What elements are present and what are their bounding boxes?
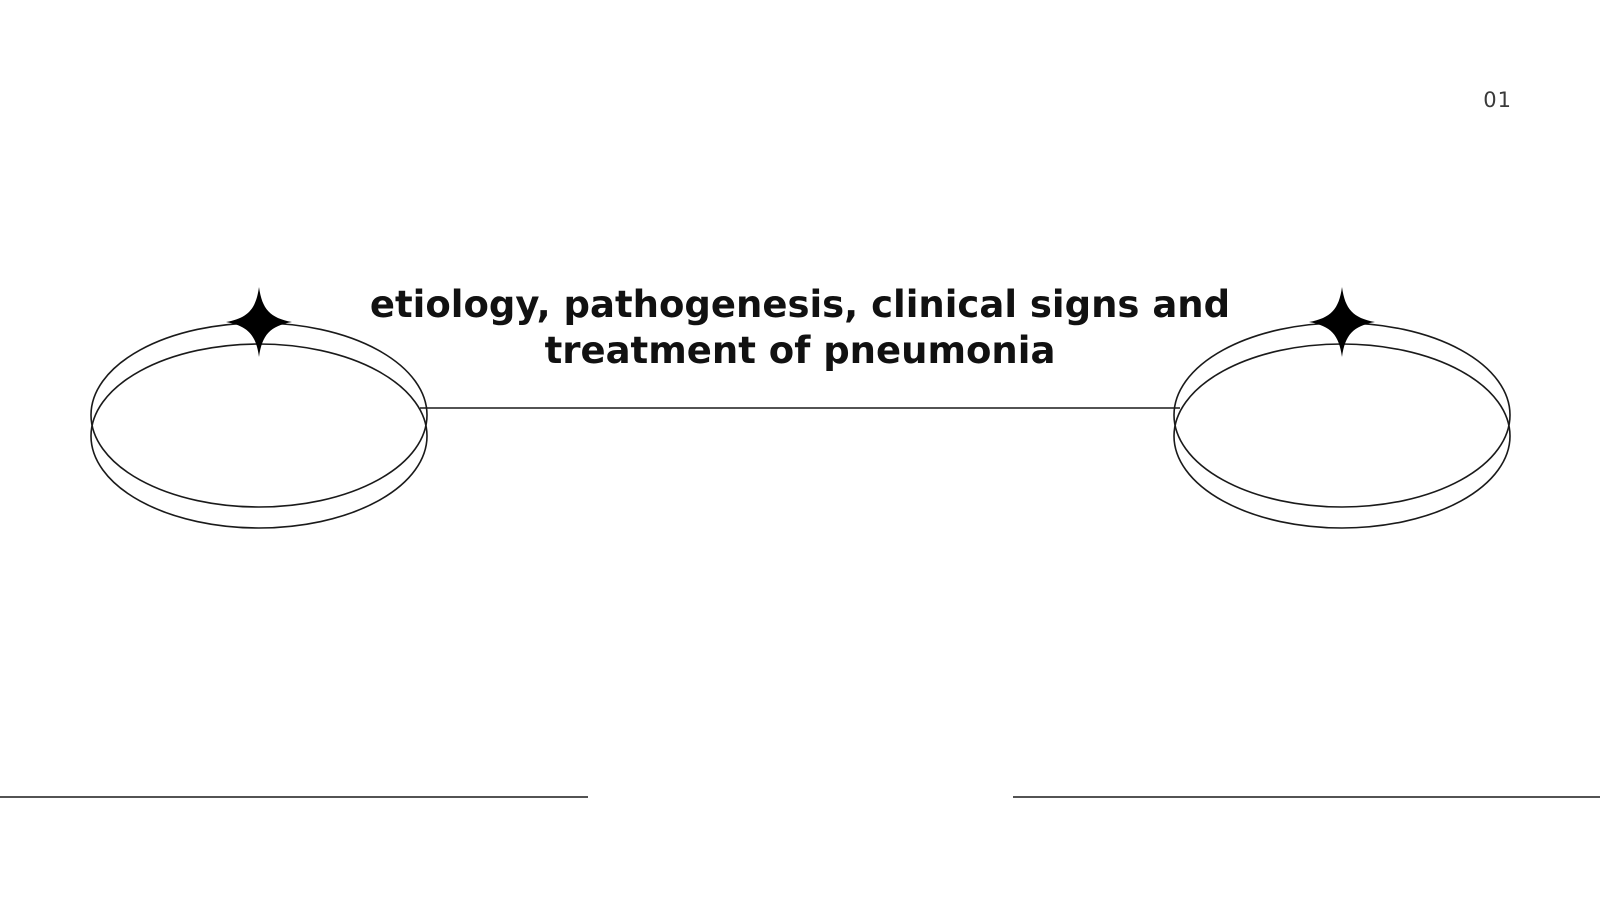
slide-title: etiology, pathogenesis, clinical signs a…: [369, 283, 1231, 372]
page-number: 01: [1483, 88, 1512, 112]
right-star-icon: [1309, 287, 1375, 357]
left-star-icon: [226, 287, 292, 357]
